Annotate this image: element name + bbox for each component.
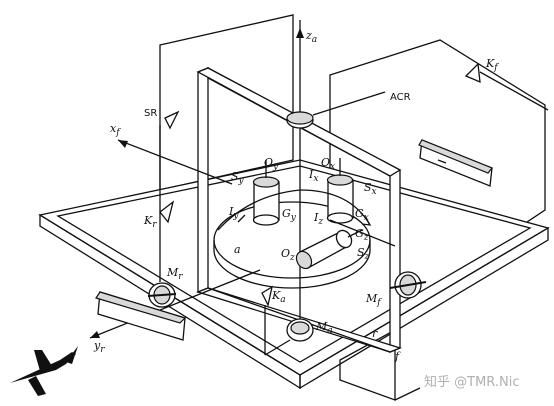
watermark: 知乎 @TMR.Nic bbox=[424, 374, 519, 390]
label-oz: Oz bbox=[281, 247, 295, 263]
label-r: r bbox=[372, 327, 378, 340]
label-yr: yr bbox=[93, 339, 105, 355]
gyro-gy bbox=[252, 160, 280, 226]
label-kr: Kr bbox=[143, 214, 157, 230]
label-sr: SR bbox=[144, 108, 157, 119]
label-ma: Ma bbox=[315, 320, 333, 336]
label-acr: ACR bbox=[390, 92, 411, 103]
label-ka: Ka bbox=[271, 289, 286, 305]
label-gy: Gy bbox=[282, 207, 297, 223]
airplane-icon bbox=[10, 346, 78, 396]
label-sx: Sx bbox=[364, 181, 377, 197]
label-sz: Sz bbox=[357, 246, 370, 262]
label-iy: Iy bbox=[228, 205, 239, 221]
motor-mr bbox=[147, 282, 177, 308]
label-ox: Ox bbox=[321, 156, 335, 172]
label-za: za bbox=[305, 29, 317, 45]
label-gx: Gx bbox=[355, 207, 369, 223]
label-iz: Iz bbox=[313, 211, 323, 227]
label-f: f bbox=[394, 350, 401, 363]
motor-mf bbox=[389, 271, 427, 299]
label-kf: Kf bbox=[485, 57, 499, 73]
label-sy: Sy bbox=[231, 170, 245, 186]
xf-axis bbox=[117, 139, 233, 185]
yr-axis bbox=[89, 269, 261, 339]
label-xf: xf bbox=[110, 122, 121, 138]
label-ix: Ix bbox=[308, 168, 318, 184]
label-a: a bbox=[234, 243, 241, 256]
gyro-gx bbox=[326, 158, 354, 224]
label-gz: Gz bbox=[355, 227, 369, 243]
label-oy: Oy bbox=[264, 156, 279, 172]
gyro-gz bbox=[295, 229, 363, 270]
motor-ma bbox=[286, 318, 314, 342]
label-mf: Mf bbox=[365, 292, 382, 308]
inner-frame bbox=[197, 67, 209, 293]
label-mr: Mr bbox=[166, 266, 183, 282]
